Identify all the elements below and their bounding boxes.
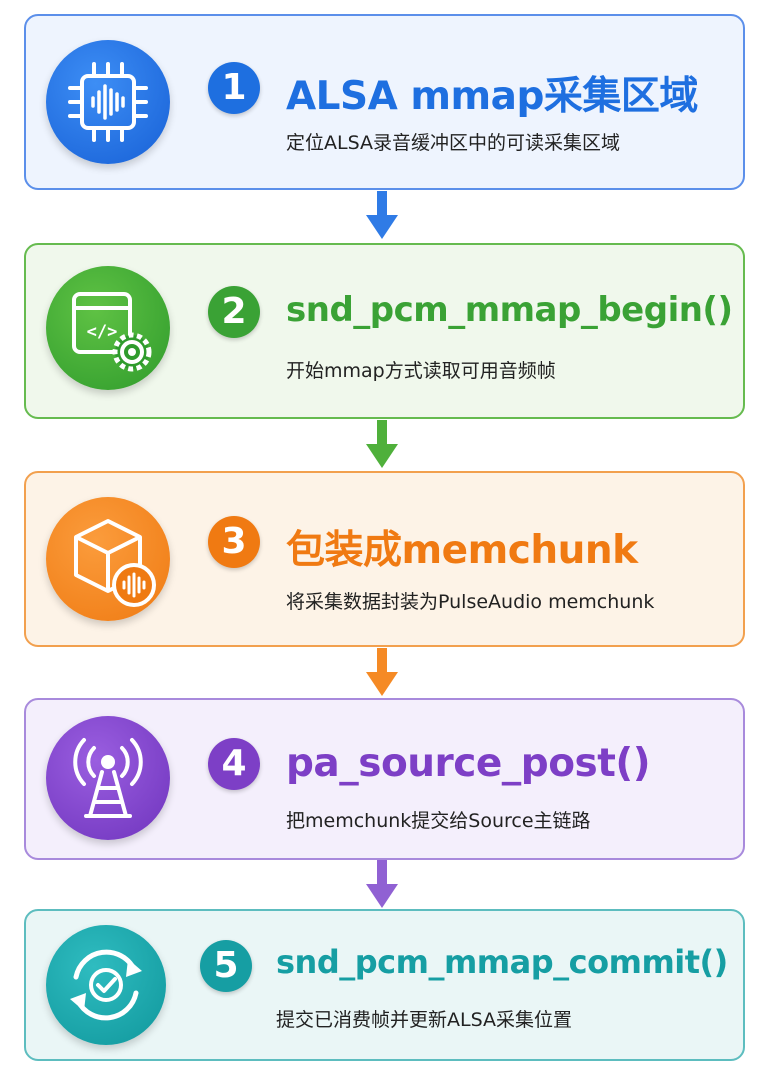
box-waveform-icon bbox=[46, 497, 170, 621]
step-4-description: 把memchunk提交给Source主链路 bbox=[286, 810, 591, 832]
step-2-description: 开始mmap方式读取可用音频帧 bbox=[286, 360, 556, 382]
step-1-title: ALSA mmap采集区域 bbox=[286, 74, 698, 119]
step-5-number-badge: 5 bbox=[200, 940, 252, 992]
sync-check-icon bbox=[46, 925, 166, 1045]
step-5-description: 提交已消费帧并更新ALSA采集位置 bbox=[276, 1009, 572, 1031]
step-2-title: snd_pcm_mmap_begin() bbox=[286, 290, 733, 330]
arrow-down-icon bbox=[366, 860, 398, 908]
step-1-description: 定位ALSA录音缓冲区中的可读采集区域 bbox=[286, 132, 620, 154]
step-5-title: snd_pcm_mmap_commit() bbox=[276, 943, 728, 981]
code-window-gear-icon: </> bbox=[46, 266, 170, 390]
arrow-down-icon bbox=[366, 648, 398, 696]
arrow-down-icon bbox=[366, 420, 398, 468]
step-3-description: 将采集数据封装为PulseAudio memchunk bbox=[286, 591, 655, 613]
step-4-title: pa_source_post() bbox=[286, 741, 651, 786]
step-1-number-badge: 1 bbox=[208, 62, 260, 114]
broadcast-tower-icon bbox=[46, 716, 170, 840]
svg-text:</>: </> bbox=[87, 322, 118, 342]
cpu-waveform-icon bbox=[46, 40, 170, 164]
step-3-title: 包装成memchunk bbox=[286, 528, 638, 573]
step-4-number-badge: 4 bbox=[208, 738, 260, 790]
arrow-down-icon bbox=[366, 191, 398, 239]
step-3-number-badge: 3 bbox=[208, 516, 260, 568]
step-2-number-badge: 2 bbox=[208, 286, 260, 338]
